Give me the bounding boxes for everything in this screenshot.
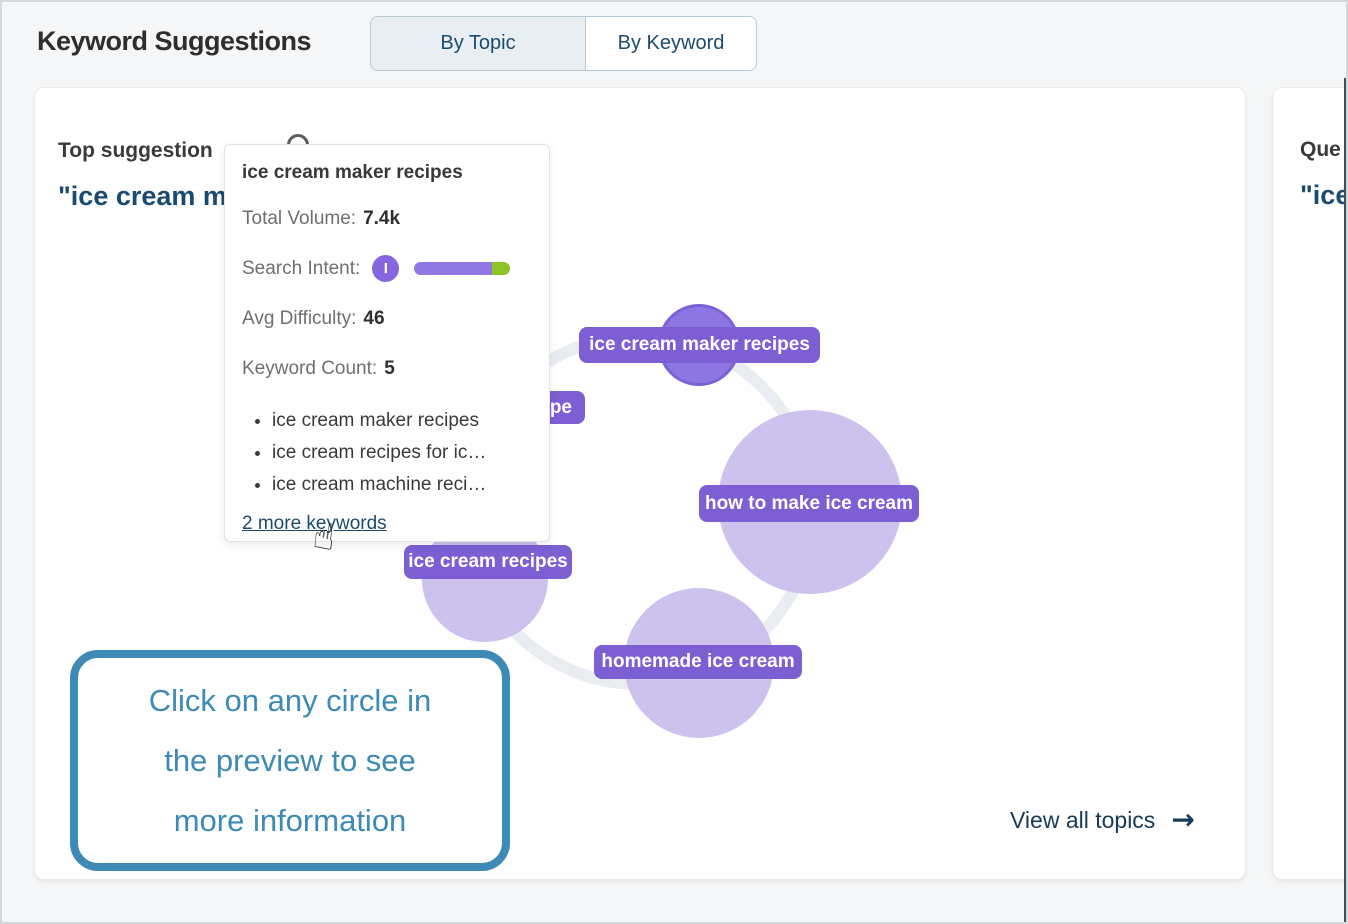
topic-label-ice-cream-maker-recipes[interactable]: ice cream maker recipes: [579, 327, 820, 363]
total-volume-value: 7.4k: [363, 207, 401, 229]
top-suggestion-heading: Top suggestion: [58, 139, 213, 162]
questions-card: Que "ice: [1272, 87, 1348, 880]
intent-bar-purple-segment: [414, 262, 493, 275]
hand-cursor-icon: ☝: [310, 515, 338, 560]
avg-difficulty-row: Avg Difficulty: 46: [242, 305, 529, 332]
view-all-topics-link[interactable]: View all topics →: [1010, 806, 1195, 834]
view-all-topics-label: View all topics: [1010, 806, 1156, 833]
preview-hint-callout: Click on any circle in the preview to se…: [70, 650, 510, 871]
keyword-list-item: ice cream machine reci…: [272, 469, 529, 501]
view-mode-tabs: By Topic By Keyword: [370, 16, 757, 71]
topic-label-ice-cream-recipes[interactable]: ice cream recipes: [404, 545, 572, 579]
keyword-list-item: ice cream maker recipes: [272, 405, 529, 437]
tab-by-topic[interactable]: By Topic: [371, 17, 585, 70]
tab-by-keyword[interactable]: By Keyword: [585, 17, 756, 70]
keyword-list: ice cream maker recipes ice cream recipe…: [272, 405, 529, 501]
top-suggestion-quote: "ice cream m: [58, 181, 227, 211]
avg-difficulty-label: Avg Difficulty:: [242, 307, 357, 329]
keyword-count-value: 5: [384, 357, 395, 379]
hint-line: the preview to see: [164, 742, 416, 778]
total-volume-label: Total Volume:: [242, 207, 357, 229]
total-volume-row: Total Volume: 7.4k: [242, 205, 529, 232]
search-intent-label: Search Intent:: [242, 257, 361, 279]
questions-quote-fragment: "ice: [1300, 180, 1348, 210]
scrollbar[interactable]: [1344, 78, 1346, 922]
tooltip-title: ice cream maker recipes: [242, 162, 463, 183]
intent-bar: [414, 262, 511, 275]
page-title: Keyword Suggestions: [37, 26, 312, 56]
keyword-list-item: ice cream recipes for ic…: [272, 437, 529, 469]
intent-bar-green-segment: [492, 262, 511, 275]
search-intent-row: Search Intent: I: [242, 255, 529, 282]
hint-line: more information: [173, 802, 407, 838]
hint-line: Click on any circle in: [148, 682, 432, 718]
more-keywords-link[interactable]: 2 more keywords: [242, 513, 387, 534]
topic-label-homemade-ice-cream[interactable]: homemade ice cream: [594, 645, 802, 679]
arrow-right-icon: →: [1171, 803, 1195, 836]
keyword-count-row: Keyword Count: 5: [242, 355, 529, 382]
keyword-count-label: Keyword Count:: [242, 357, 378, 379]
avg-difficulty-value: 46: [363, 307, 385, 329]
questions-heading-fragment: Que: [1300, 138, 1341, 161]
intent-i-badge-icon: I: [372, 255, 400, 282]
topic-tooltip: ice cream maker recipes Total Volume: 7.…: [224, 144, 550, 559]
topic-label-how-to-make-ice-cream[interactable]: how to make ice cream: [699, 485, 919, 522]
